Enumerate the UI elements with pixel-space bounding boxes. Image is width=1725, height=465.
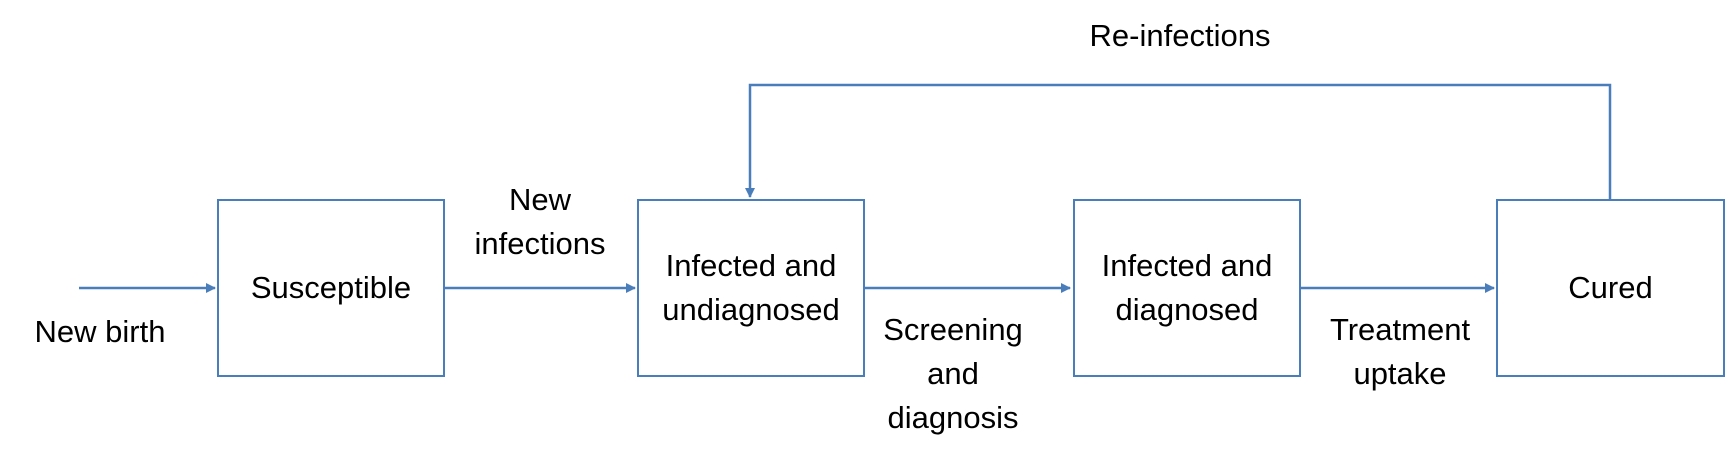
label-new-birth: New birth	[34, 314, 166, 349]
arrow-reinfections	[745, 83, 1612, 199]
label-reinfections: Re-infections	[1089, 18, 1271, 53]
label-new-infections: New infections	[474, 182, 606, 261]
node-infected-diagnosed: Infected and diagnosed	[1073, 199, 1301, 377]
label-screening-diagnosis: Screening and diagnosis	[883, 312, 1023, 435]
node-infected-undiagnosed: Infected and undiagnosed	[637, 199, 865, 377]
label-treatment-uptake: Treatment uptake	[1329, 312, 1471, 391]
node-susceptible: Susceptible	[217, 199, 445, 377]
node-cured: Cured	[1496, 199, 1725, 377]
